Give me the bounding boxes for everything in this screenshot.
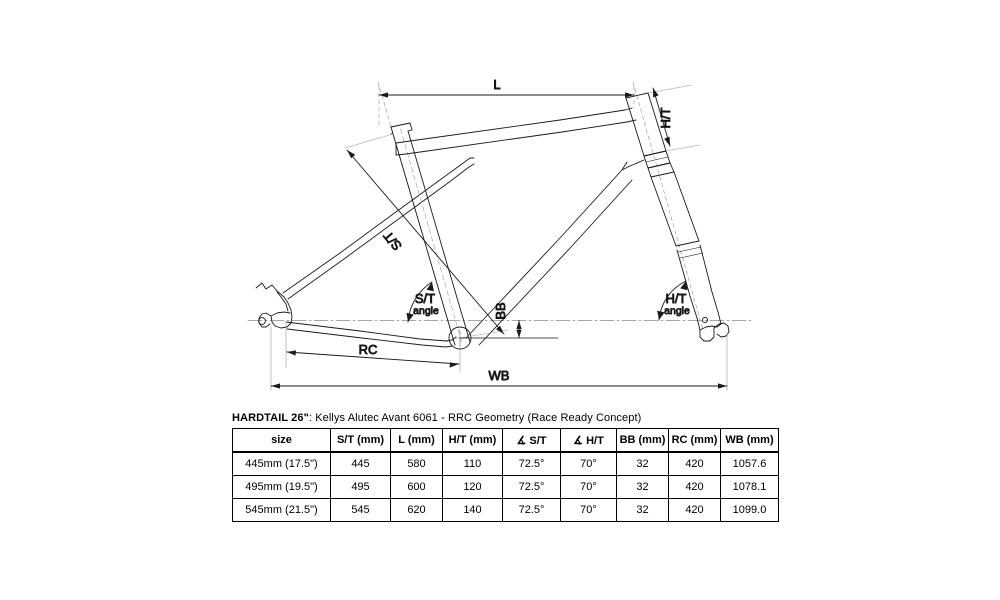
dimension-BB	[459, 320, 559, 339]
cell-ht: 140	[442, 498, 503, 522]
dimension-label-RC: RC	[359, 342, 378, 357]
dimension-WB	[270, 326, 728, 391]
frame-geometry-drawing: L H/T S/T	[247, 77, 753, 391]
spec-title: HARDTAIL 26": Kellys Alutec Avant 6061 -…	[232, 411, 768, 425]
column-header-size: size	[232, 428, 331, 453]
dimension-label-ST-angle-line1: S/T	[415, 291, 435, 306]
cell-ht-angle: 70°	[560, 475, 617, 499]
cell-l: 580	[390, 451, 443, 476]
table-header-row: size S/T (mm) L (mm) H/T (mm) ∡ S/T ∡ H/…	[232, 428, 779, 453]
dimension-label-L: L	[493, 77, 500, 92]
cell-st: 445	[330, 451, 391, 476]
cell-rc: 420	[668, 475, 721, 499]
column-header-bb: BB (mm)	[616, 428, 669, 453]
dimension-RC	[285, 321, 461, 373]
column-header-st-angle: ∡ S/T	[502, 428, 561, 453]
fork	[643, 150, 730, 342]
cell-st: 545	[330, 498, 391, 522]
table-row: 545mm (21.5") 545 620 140 72.5° 70° 32 4…	[232, 498, 779, 522]
head-tube	[624, 92, 667, 167]
dimension-label-ST-angle-line2: angle	[413, 305, 439, 317]
geometry-table: size S/T (mm) L (mm) H/T (mm) ∡ S/T ∡ H/…	[232, 428, 779, 522]
dimension-ST-angle	[406, 281, 434, 323]
dimension-label-HT: H/T	[658, 107, 673, 128]
seatstay	[282, 157, 475, 300]
cell-ht-angle: 70°	[560, 498, 617, 522]
dimension-HT-angle	[657, 280, 688, 321]
cell-st-angle: 72.5°	[502, 451, 561, 476]
dimension-ST	[344, 133, 509, 339]
cell-rc: 420	[668, 498, 721, 522]
dimension-HT	[647, 84, 701, 152]
column-header-l: L (mm)	[390, 428, 443, 453]
column-header-ht: H/T (mm)	[442, 428, 503, 453]
column-header-wb: WB (mm)	[720, 428, 779, 453]
dimension-label-ST: S/T	[380, 228, 405, 253]
spec-title-rest: : Kellys Alutec Avant 6061 - RRC Geometr…	[308, 412, 642, 424]
cell-size: 445mm (17.5")	[232, 451, 331, 476]
cell-wb: 1099.0	[720, 498, 779, 522]
cell-ht-angle: 70°	[560, 451, 617, 476]
column-header-st: S/T (mm)	[330, 428, 391, 453]
dimension-label-HT-angle-line1: H/T	[666, 291, 687, 306]
down-tube	[465, 161, 633, 346]
cell-st: 495	[330, 475, 391, 499]
cell-l: 620	[390, 498, 443, 522]
cell-bb: 32	[616, 498, 669, 522]
column-header-ht-angle: ∡ H/T	[560, 428, 617, 453]
dimension-label-WB: WB	[489, 368, 510, 383]
cell-bb: 32	[616, 451, 669, 476]
geometry-table-block: HARDTAIL 26": Kellys Alutec Avant 6061 -…	[232, 411, 779, 522]
cell-ht: 110	[442, 451, 503, 476]
table-row: 445mm (17.5") 445 580 110 72.5° 70° 32 4…	[232, 451, 779, 476]
cell-size: 545mm (21.5")	[232, 498, 331, 522]
cell-l: 600	[390, 475, 443, 499]
dimension-label-HT-angle-line2: angle	[664, 305, 690, 317]
cell-bb: 32	[616, 475, 669, 499]
cell-wb: 1078.1	[720, 475, 779, 499]
cell-size: 495mm (19.5")	[232, 475, 331, 499]
cell-st-angle: 72.5°	[502, 498, 561, 522]
cell-rc: 420	[668, 451, 721, 476]
cell-st-angle: 72.5°	[502, 475, 561, 499]
column-header-rc: RC (mm)	[668, 428, 721, 453]
cell-ht: 120	[442, 475, 503, 499]
spec-title-strong: HARDTAIL 26"	[232, 412, 309, 424]
rear-dropout	[255, 282, 293, 329]
cell-wb: 1057.6	[720, 451, 779, 476]
table-row: 495mm (19.5") 495 600 120 72.5° 70° 32 4…	[232, 475, 779, 499]
seat-tube	[390, 122, 471, 346]
dimension-L	[378, 85, 635, 129]
dimension-label-BB: BB	[493, 302, 508, 319]
top-tube	[395, 109, 628, 156]
